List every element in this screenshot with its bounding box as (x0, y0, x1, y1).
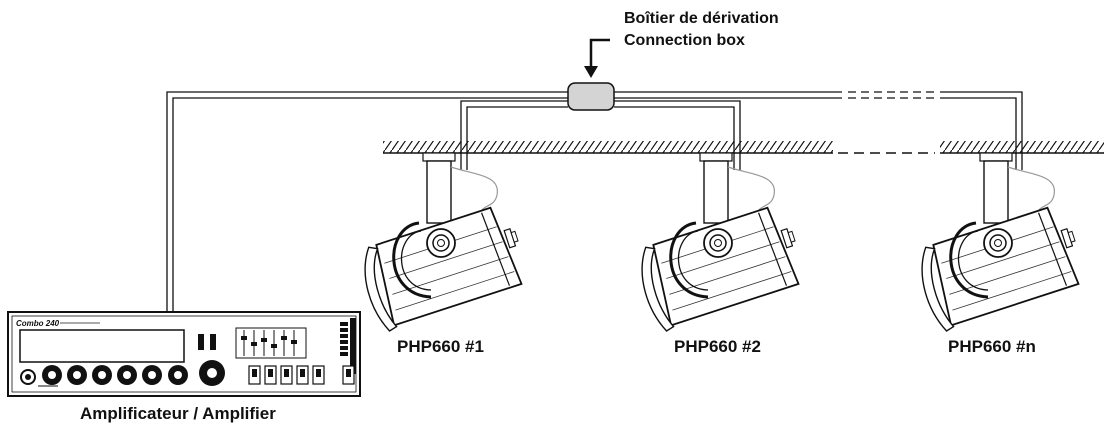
connection-box-label: Boîtier de dérivation Connection box (624, 8, 779, 52)
speaker-n-label: PHP660 #n (948, 337, 1036, 356)
trunk-cable (166, 91, 1023, 312)
amplifier: Combo 240 (7, 311, 361, 397)
branch-cables (460, 100, 741, 170)
connection-box-label-en: Connection box (624, 32, 745, 49)
connection-box (567, 82, 615, 111)
speaker-1-label: PHP660 #1 (397, 337, 484, 356)
connection-box-label-fr: Boîtier de dérivation (624, 10, 779, 27)
amplifier-label: Amplificateur / Amplifier (80, 404, 276, 423)
speaker-n (910, 151, 1091, 336)
speaker-1 (353, 151, 534, 336)
speaker-2-label: PHP660 #2 (674, 337, 761, 356)
amplifier-logo: Combo 240 (16, 319, 60, 328)
pointer-arrow (584, 38, 610, 78)
speaker-2 (630, 151, 811, 336)
ceiling (383, 141, 1104, 154)
